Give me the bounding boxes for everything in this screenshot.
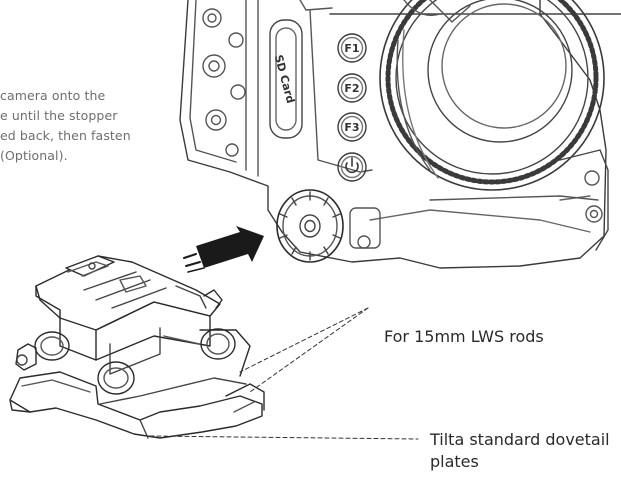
callout-leaders	[149, 307, 419, 440]
leader-rods-2	[249, 307, 369, 393]
callout-dovetail-line-1: Tilta standard dovetail	[430, 430, 610, 449]
callout-rods: For 15mm LWS rods	[384, 327, 544, 346]
instruction-line-3: ed back, then fasten	[0, 128, 131, 143]
rosette-knob	[276, 189, 344, 263]
sd-card-label: SD Card	[272, 53, 297, 104]
button-label-f1: F1	[344, 42, 359, 55]
leader-rods	[239, 307, 369, 373]
instruction-line-1: camera onto the	[0, 88, 106, 103]
instruction-text: camera onto the e until the stopper ed b…	[0, 86, 190, 166]
insert-direction-arrow-icon	[183, 226, 264, 273]
button-label-f2: F2	[344, 82, 359, 95]
callout-dovetail: Tilta standard dovetail plates	[430, 429, 610, 473]
leader-dovetail	[149, 435, 419, 440]
callout-dovetail-line-2: plates	[430, 452, 479, 471]
baseplate	[9, 255, 265, 439]
instruction-line-4: (Optional).	[0, 148, 68, 163]
camera-cage	[179, 0, 609, 269]
instruction-line-2: e until the stopper	[0, 108, 118, 123]
button-label-f3: F3	[344, 121, 359, 134]
power-icon	[345, 157, 359, 174]
lens-mount	[379, 0, 605, 191]
